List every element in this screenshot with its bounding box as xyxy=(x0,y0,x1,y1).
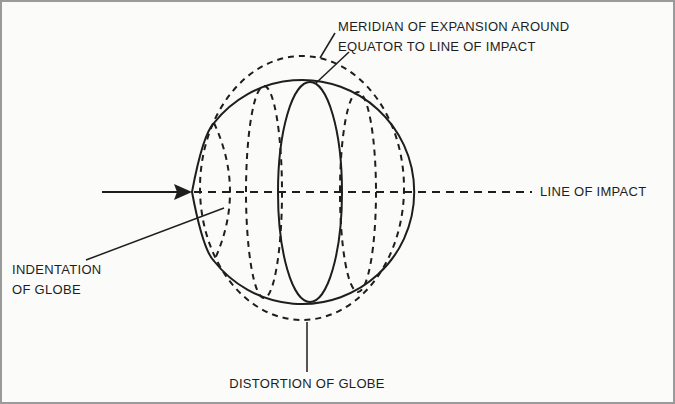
dashed-meridian xyxy=(340,92,376,292)
impact-label: LINE OF IMPACT xyxy=(540,182,647,202)
leader-line xyxy=(316,52,349,83)
leader-line xyxy=(86,208,224,260)
leader-line xyxy=(320,33,335,58)
impact-arrow-shaft xyxy=(102,191,180,193)
leader-line xyxy=(306,322,308,372)
meridian-label: MERIDIAN OF EXPANSION AROUND EQUATOR TO … xyxy=(338,17,638,57)
line-of-impact xyxy=(194,191,532,193)
distorted-outline xyxy=(200,56,404,320)
indentation-label: INDENTATION OF GLOBE xyxy=(12,260,124,300)
arrowhead xyxy=(174,184,192,200)
distortion-label: DISTORTION OF GLOBE xyxy=(229,374,384,394)
